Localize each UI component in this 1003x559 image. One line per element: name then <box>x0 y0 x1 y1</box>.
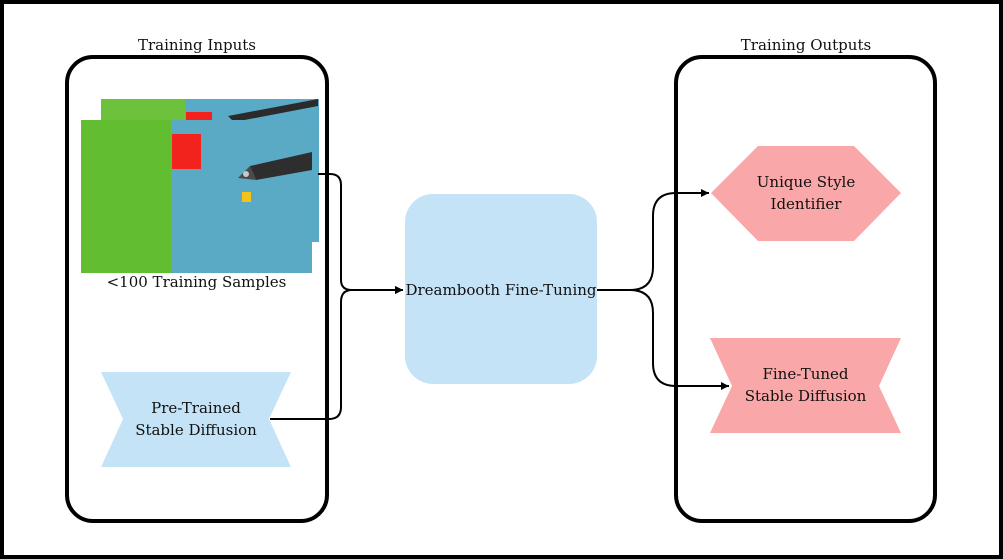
connector-process-to-model <box>597 289 729 390</box>
identifier-label: Unique Style Identifier <box>711 171 901 215</box>
finetuned-model-line1: Fine-Tuned <box>762 365 849 383</box>
process-label: Dreambooth Fine-Tuning <box>405 281 597 299</box>
connector-samples-to-process <box>318 173 403 294</box>
pretrained-model-label: Pre-Trained Stable Diffusion <box>101 397 291 441</box>
samples-caption: <100 Training Samples <box>106 273 287 291</box>
identifier-line1: Unique Style <box>756 173 856 191</box>
pretrained-model-line2: Stable Diffusion <box>135 421 257 439</box>
connector-model-to-process <box>270 286 403 420</box>
finetuned-model-label: Fine-Tuned Stable Diffusion <box>710 363 901 407</box>
yellow-block <box>242 192 251 202</box>
outputs-title: Training Outputs <box>740 36 872 54</box>
surgical-instrument <box>238 152 312 180</box>
identifier-shape <box>711 146 901 241</box>
outputs-container <box>674 55 937 523</box>
finetuned-model-shape <box>710 338 901 433</box>
inputs-title: Training Inputs <box>138 36 256 54</box>
red-block <box>172 134 201 169</box>
process-box <box>405 194 597 384</box>
training-image-thumbnail <box>81 120 312 273</box>
pretrained-model-shape <box>101 372 291 467</box>
connector-process-to-identifier <box>597 189 709 291</box>
finetuned-model-line2: Stable Diffusion <box>744 387 867 405</box>
inputs-container <box>65 55 329 523</box>
pretrained-model-line1: Pre-Trained <box>151 399 241 417</box>
identifier-line2: Identifier <box>770 195 842 213</box>
